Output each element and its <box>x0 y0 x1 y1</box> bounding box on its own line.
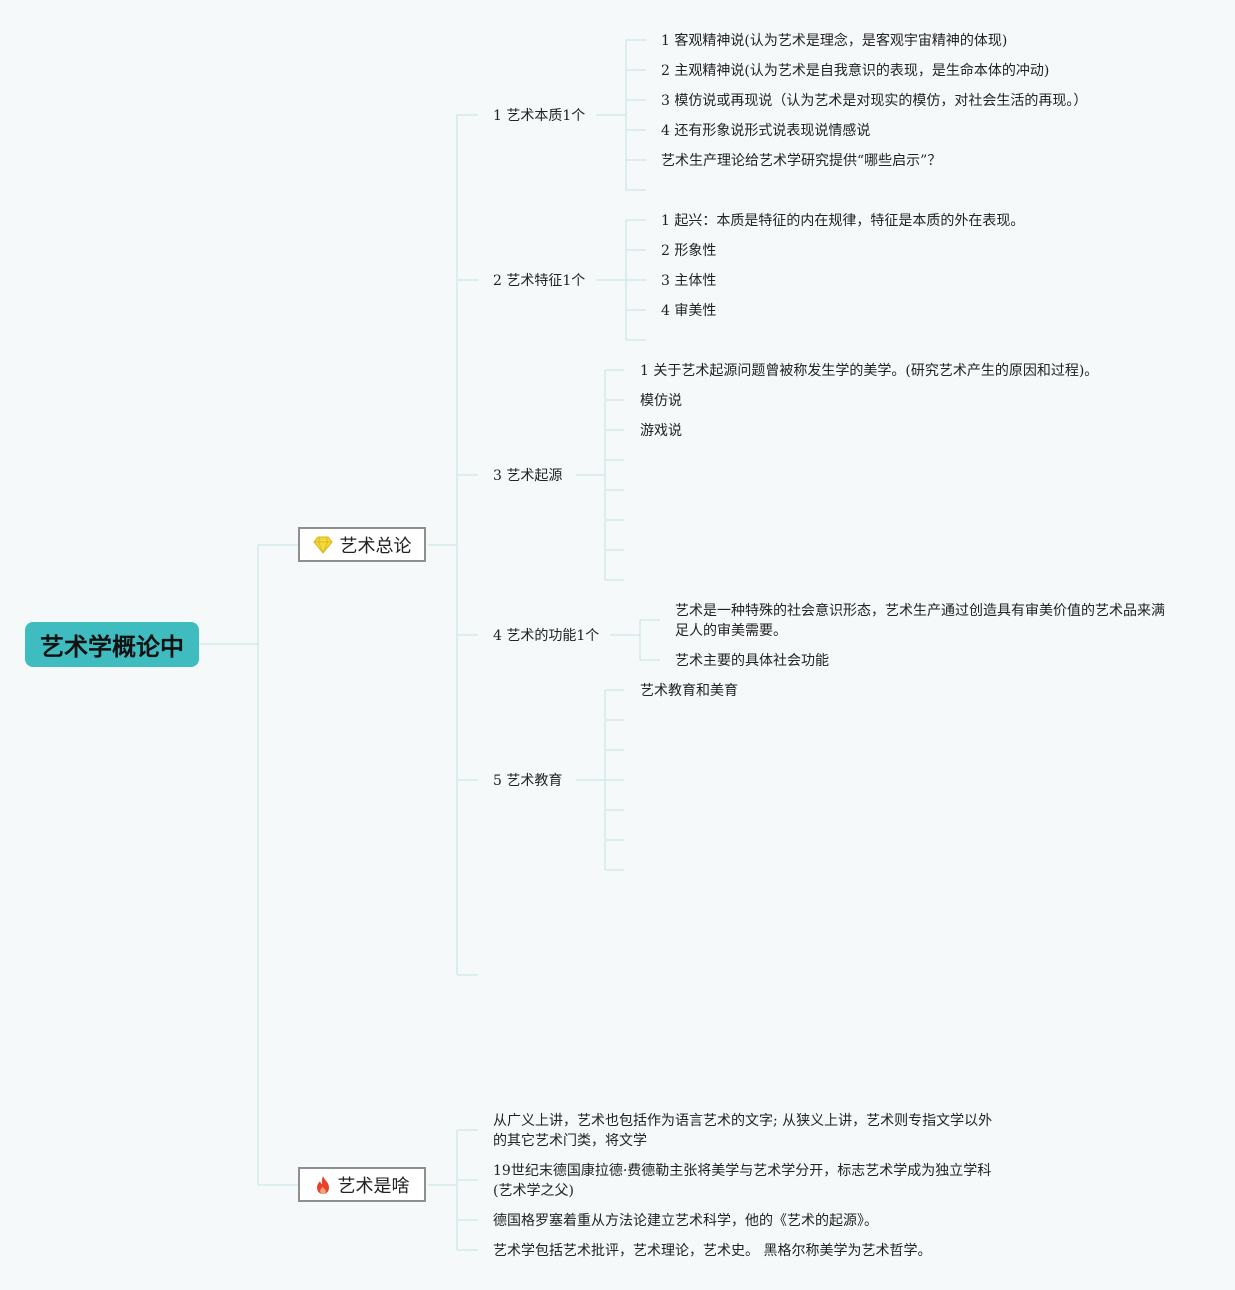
essence-item[interactable]: 2 主观精神说(认为艺术是自我意识的表现，是生命本体的冲动) <box>661 63 1050 79</box>
topic-what-label: 艺术是啥 <box>337 1175 410 1197</box>
topic-overview[interactable]: 艺术总论 <box>298 527 426 562</box>
diamond-icon <box>312 536 333 554</box>
essence-item[interactable]: 4 还有形象说形式说表现说情感说 <box>661 123 871 139</box>
what-item[interactable]: 从广义上讲，艺术也包括作为语言艺术的文字; 从狭义上讲，艺术则专指文学以外的其它… <box>493 1113 993 1149</box>
features-item[interactable]: 1 起兴：本质是特征的内在规律，特征是本质的外在表现。 <box>661 213 1025 229</box>
origin-item[interactable]: 模仿说 <box>640 393 682 409</box>
essence-item[interactable]: 3 模仿说或再现说（认为艺术是对现实的模仿，对社会生活的再现。） <box>661 93 1088 109</box>
section-function[interactable]: 4 艺术的功能1个 <box>493 628 600 644</box>
features-item[interactable]: 3 主体性 <box>661 273 717 289</box>
what-item[interactable]: 德国格罗塞着重从方法论建立艺术科学，他的《艺术的起源》。 <box>493 1213 878 1229</box>
essence-item[interactable]: 1 客观精神说(认为艺术是理念，是客观宇宙精神的体现) <box>661 33 1008 49</box>
what-item[interactable]: 艺术学包括艺术批评，艺术理论，艺术史。 黑格尔称美学为艺术哲学。 <box>493 1243 932 1259</box>
what-item[interactable]: 19世纪末德国康拉德·费德勒主张将美学与艺术学分开，标志艺术学成为独立学科(艺术… <box>493 1163 992 1199</box>
essence-item[interactable]: 艺术生产理论给艺术学研究提供“哪些启示”？ <box>661 153 942 169</box>
function-item[interactable]: 艺术是一种特殊的社会意识形态，艺术生产通过创造具有审美价值的艺术品来满足人的审美… <box>675 603 1165 639</box>
function-item[interactable]: 艺术主要的具体社会功能 <box>675 653 829 669</box>
features-item[interactable]: 2 形象性 <box>661 243 717 259</box>
root-topic[interactable]: 艺术学概论中 <box>25 622 199 667</box>
origin-item[interactable]: 1 关于艺术起源问题曾被称发生学的美学。(研究艺术产生的原因和过程)。 <box>640 363 1099 379</box>
topic-overview-label: 艺术总论 <box>339 535 412 557</box>
section-essence[interactable]: 1 艺术本质1个 <box>493 108 586 124</box>
fire-icon <box>315 1175 331 1195</box>
education-item[interactable]: 艺术教育和美育 <box>640 683 738 699</box>
features-item[interactable]: 4 审美性 <box>661 303 717 319</box>
section-education[interactable]: 5 艺术教育 <box>493 773 563 789</box>
origin-item[interactable]: 游戏说 <box>640 423 682 439</box>
section-features[interactable]: 2 艺术特征1个 <box>493 273 586 289</box>
section-origin[interactable]: 3 艺术起源 <box>493 468 563 484</box>
topic-what[interactable]: 艺术是啥 <box>298 1167 426 1202</box>
